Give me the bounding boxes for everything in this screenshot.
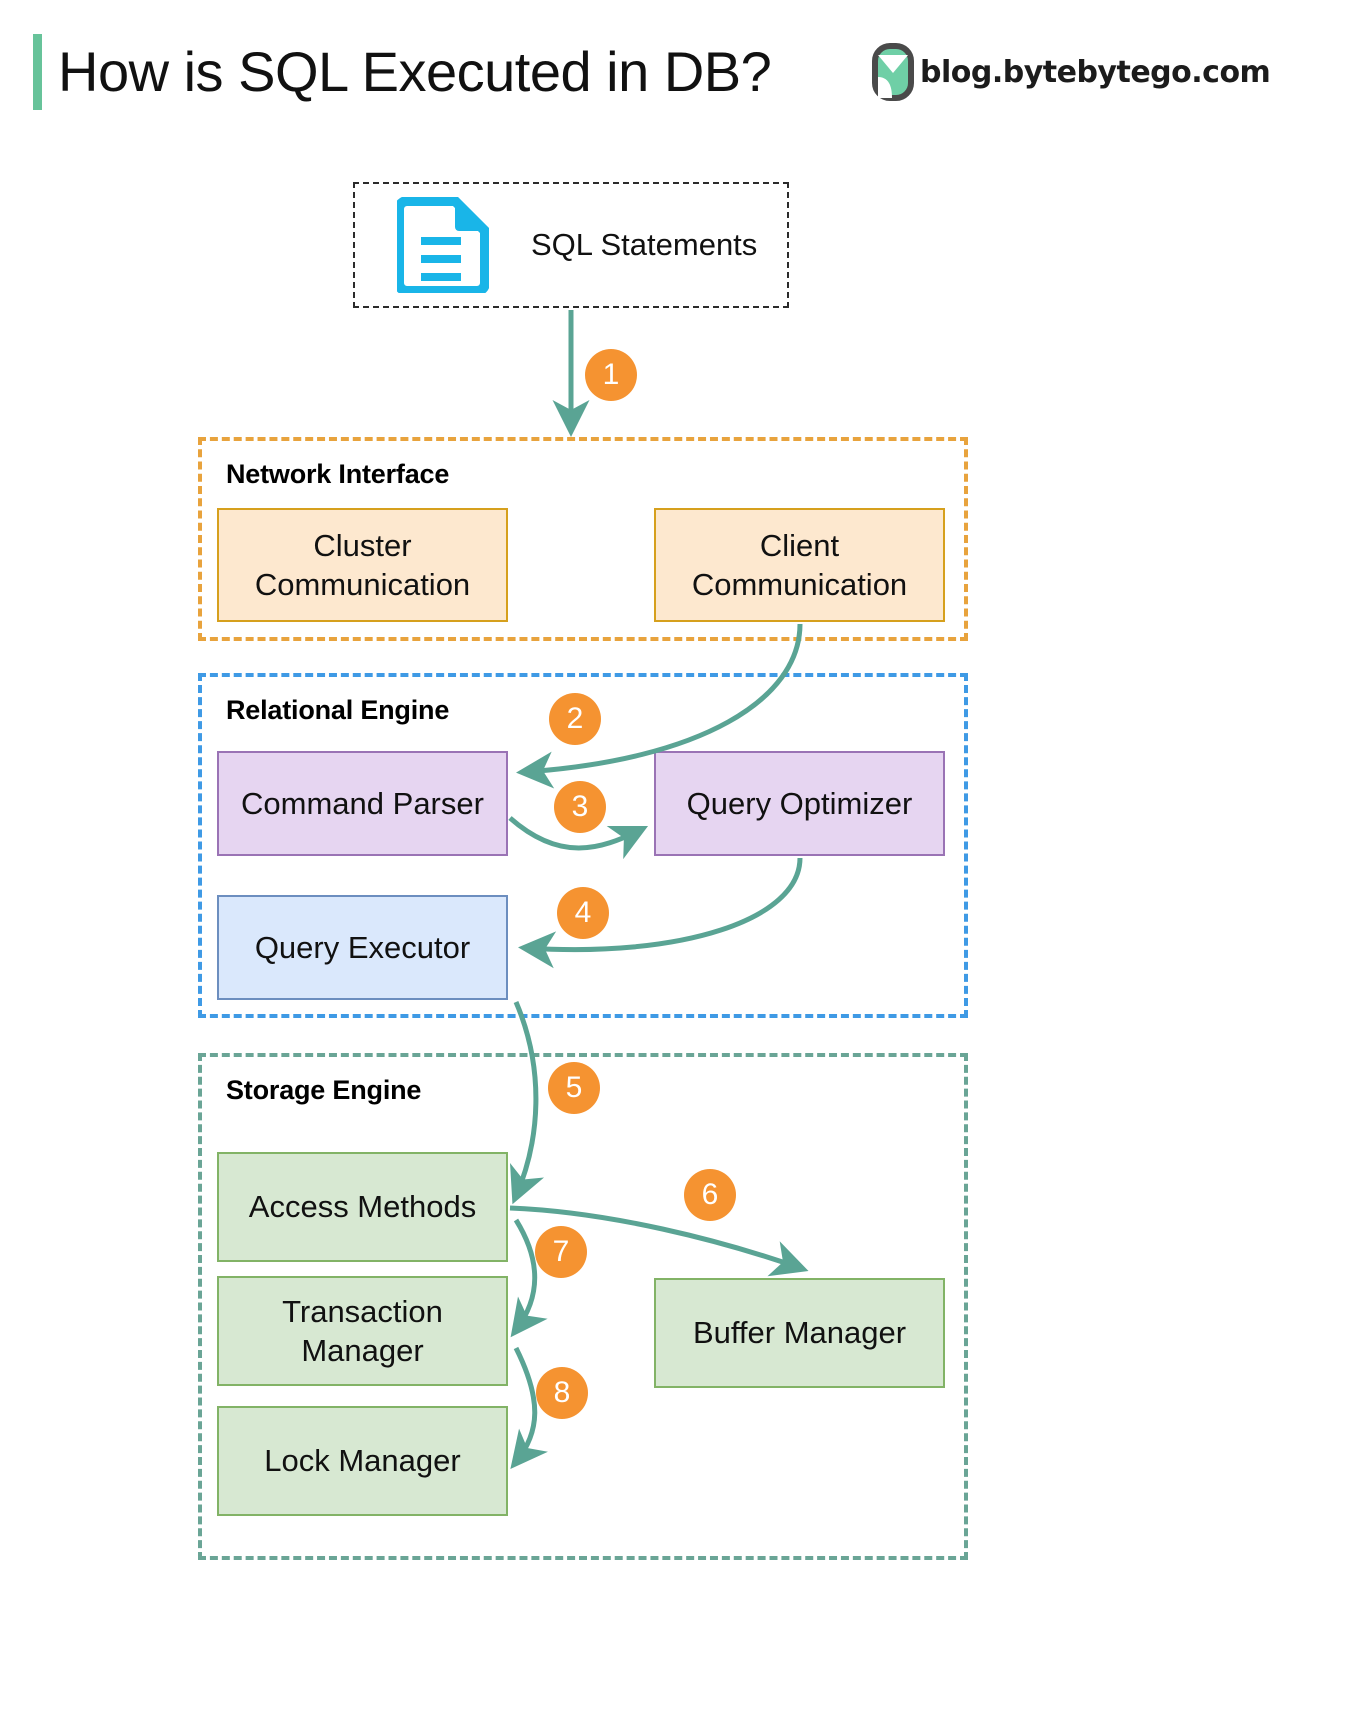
group-title-storage-engine: Storage Engine — [226, 1075, 422, 1105]
node-command-parser[interactable]: Command Parser — [217, 751, 508, 856]
title-accent-bar — [33, 34, 42, 110]
step-badge-4: 4 — [557, 887, 609, 939]
group-title-relational-engine: Relational Engine — [226, 695, 450, 725]
step-badge-5: 5 — [548, 1062, 600, 1114]
page-header: How is SQL Executed in DB? blog.bytebyte… — [0, 0, 1358, 150]
step-badge-1: 1 — [585, 349, 637, 401]
page-title: How is SQL Executed in DB? — [58, 40, 772, 103]
step-badge-6: 6 — [684, 1169, 736, 1221]
step-badge-2: 2 — [549, 693, 601, 745]
step-badge-7: 7 — [535, 1226, 587, 1278]
brand-text: blog.bytebytego.com — [920, 54, 1271, 90]
node-query-executor[interactable]: Query Executor — [217, 895, 508, 1000]
node-query-optimizer[interactable]: Query Optimizer — [654, 751, 945, 856]
node-client-communication[interactable]: Client Communication — [654, 508, 945, 622]
node-access-methods[interactable]: Access Methods — [217, 1152, 508, 1262]
step-badge-3: 3 — [554, 781, 606, 833]
sql-statements-label: SQL Statements — [531, 227, 758, 262]
node-transaction-manager[interactable]: Transaction Manager — [217, 1276, 508, 1386]
node-cluster-communication[interactable]: Cluster Communication — [217, 508, 508, 622]
step-badge-8: 8 — [536, 1367, 588, 1419]
group-storage-engine: Storage Engine — [198, 1053, 968, 1560]
sql-statements-box[interactable]: SQL Statements — [353, 182, 789, 308]
bytebytego-logo-icon — [872, 43, 914, 101]
node-buffer-manager[interactable]: Buffer Manager — [654, 1278, 945, 1388]
document-icon — [394, 196, 490, 296]
group-title-network-interface: Network Interface — [226, 459, 450, 489]
node-lock-manager[interactable]: Lock Manager — [217, 1406, 508, 1516]
brand: blog.bytebytego.com — [872, 41, 1271, 103]
